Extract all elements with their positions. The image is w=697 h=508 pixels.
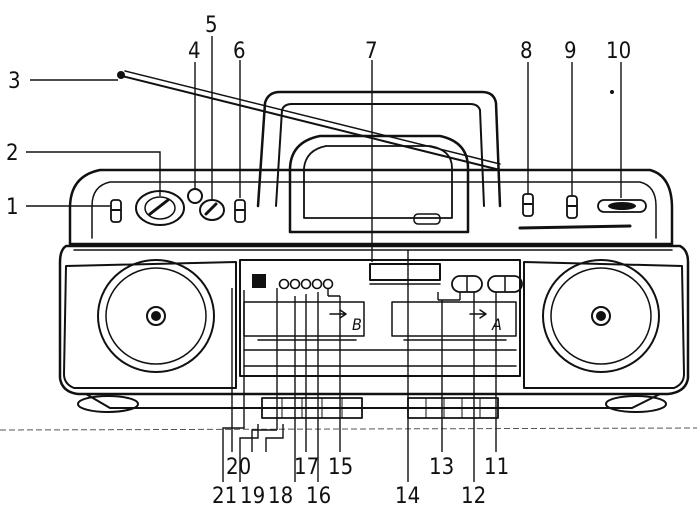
callout-3: 3 (8, 69, 21, 94)
carry-handle (256, 90, 502, 208)
cd-lid (288, 134, 470, 234)
callout-6: 6 (233, 39, 246, 64)
callout-numbers: 1 2 3 4 5 6 7 8 9 10 11 12 13 14 15 16 1… (6, 13, 631, 508)
callout-12: 12 (461, 484, 486, 508)
callout-15: 15 (328, 455, 353, 480)
callout-20: 20 (226, 455, 251, 480)
callout-4: 4 (188, 39, 201, 64)
callout-18: 18 (268, 484, 293, 508)
callout-5: 5 (205, 13, 218, 38)
left-speaker (63, 259, 237, 389)
callout-14: 14 (395, 484, 420, 508)
right-speaker (523, 259, 685, 389)
callout-10: 10 (606, 39, 631, 64)
top-panel (68, 168, 674, 246)
callout-2: 2 (6, 141, 19, 166)
callout-9: 9 (564, 39, 577, 64)
callout-16: 16 (306, 484, 331, 508)
callout-1: 1 (6, 195, 19, 220)
callout-21: 21 (212, 484, 237, 508)
front-body (58, 244, 690, 396)
callout-19: 19 (240, 484, 265, 508)
left-top-controls (110, 188, 246, 226)
callout-11: 11 (484, 455, 509, 480)
base-and-keys (0, 393, 697, 431)
callout-17: 17 (294, 455, 319, 480)
leader-lines (26, 36, 622, 482)
callout-8: 8 (520, 39, 533, 64)
button-row-right (451, 275, 523, 293)
callout-13: 13 (429, 455, 454, 480)
callout-7: 7 (365, 39, 378, 64)
right-top-controls (518, 90, 647, 230)
button-row-left (278, 278, 334, 290)
deck-label-b: B (352, 315, 362, 334)
center-panel: B A (239, 259, 523, 377)
